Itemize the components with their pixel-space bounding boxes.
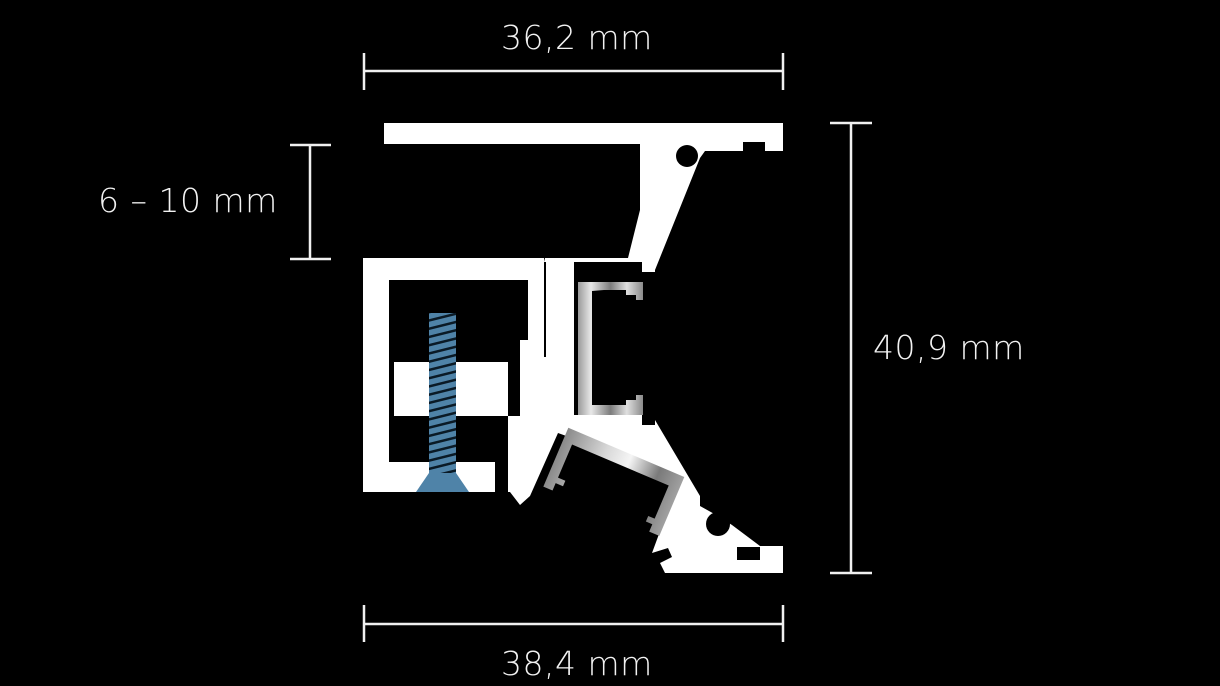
dimension-height: [830, 121, 872, 575]
dimension-label-clamp-range: 6 – 10 mm: [98, 181, 278, 220]
screw-channel-bottom: [706, 512, 730, 536]
dimension-top: [362, 53, 785, 90]
countersunk-screw: [416, 313, 469, 492]
screw-channel-top: [676, 145, 698, 167]
dimension-clamp-range: [290, 143, 331, 261]
aluminium-profile: [363, 123, 783, 573]
dimension-label-height: 40,9 mm: [873, 328, 1025, 367]
dimension-label-bottom-width: 38,4 mm: [501, 644, 653, 683]
dimension-bottom: [362, 605, 785, 642]
notch-bottom: [737, 547, 760, 560]
led-channel-angled: [543, 427, 685, 536]
dimension-label-top-width: 36,2 mm: [501, 18, 653, 57]
led-channel-vertical: [578, 282, 643, 415]
